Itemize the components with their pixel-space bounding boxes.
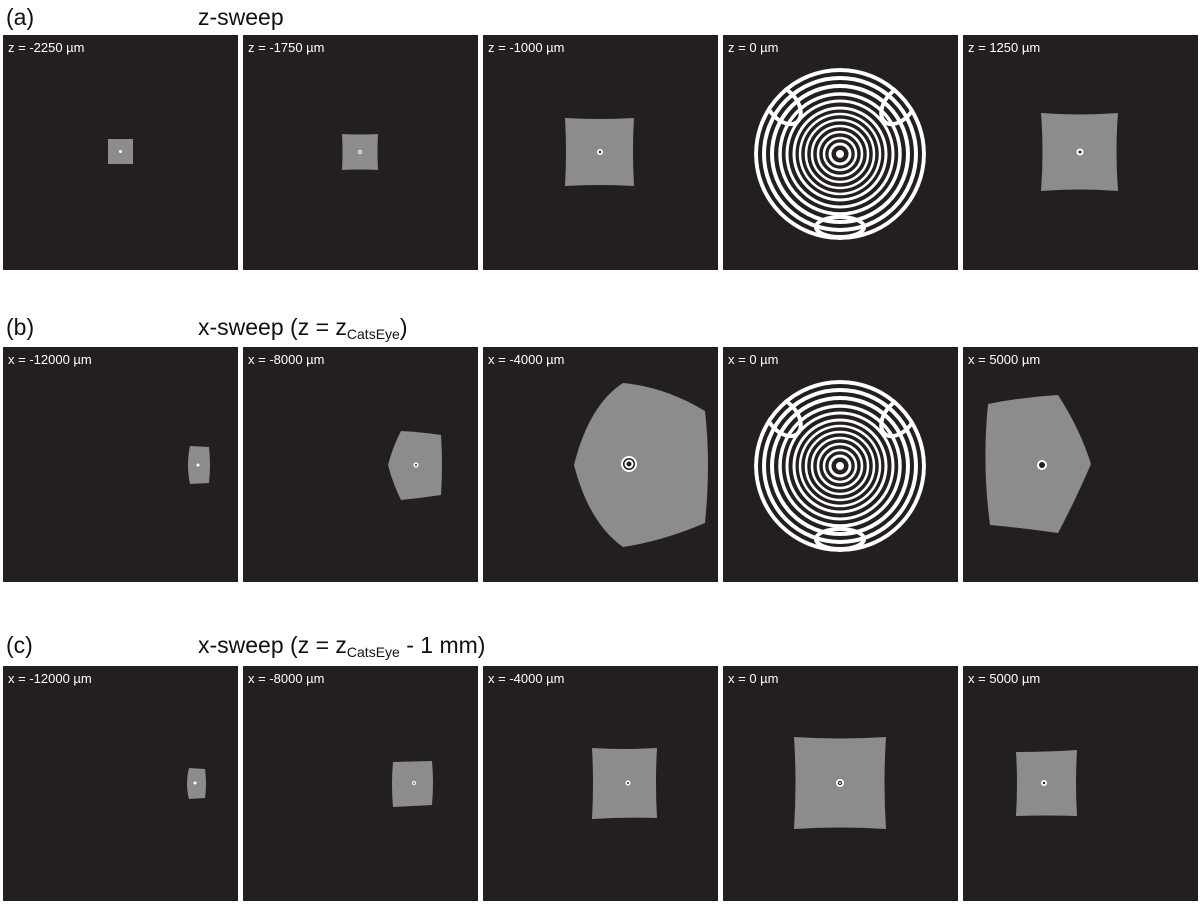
panel-b-2: x = -8000 µm: [243, 347, 478, 582]
row-a-label: (a): [6, 4, 35, 30]
spot-image: [794, 737, 886, 829]
row-b-title: x-sweep (z = zCatsEye): [198, 314, 408, 342]
row-c-title-end: - 1 mm): [399, 632, 486, 658]
fringe-image: [754, 68, 926, 240]
spot-image: [187, 768, 206, 799]
spot-image: [565, 118, 634, 186]
row-c-label: (c): [6, 632, 33, 658]
spot-image: [985, 395, 1091, 533]
panel-b-4: x = 0 µm: [723, 347, 958, 582]
spot-image: [188, 446, 210, 484]
panel-label: x = -4000 µm: [488, 671, 565, 686]
spot-image: [592, 748, 657, 819]
panel-a-2: z = -1750 µm: [243, 35, 478, 270]
row-b-title-main: x-sweep (z = z: [198, 314, 347, 340]
panel-label: x = -12000 µm: [8, 671, 92, 686]
panel-a-4: z = 0 µm: [723, 35, 958, 270]
spot-image: [108, 139, 133, 164]
panel-c-5: x = 5000 µm: [963, 666, 1198, 901]
panel-b-3: x = -4000 µm: [483, 347, 718, 582]
panel-label: z = 1250 µm: [968, 40, 1041, 55]
panel-label: x = -12000 µm: [8, 352, 92, 367]
panel-b-5: x = 5000 µm: [963, 347, 1198, 582]
panel-label: x = 5000 µm: [968, 671, 1041, 686]
panel-label: z = -2250 µm: [8, 40, 85, 55]
panel-label: z = 0 µm: [728, 40, 779, 55]
panel-label: x = 0 µm: [728, 671, 779, 686]
panel-label: x = -4000 µm: [488, 352, 565, 367]
panel-label: x = 5000 µm: [968, 352, 1041, 367]
row-c-title-sub: CatsEye: [346, 644, 400, 660]
row-b-title-end: ): [399, 314, 408, 340]
panel-label: z = -1750 µm: [248, 40, 325, 55]
fringe-image: [754, 380, 926, 552]
spot-image: [1016, 750, 1077, 816]
row-b-title-sub: CatsEye: [346, 326, 400, 342]
panel-label: x = -8000 µm: [248, 671, 325, 686]
spot-image: [392, 761, 433, 807]
panel-c-2: x = -8000 µm: [243, 666, 478, 901]
spot-image: [342, 134, 378, 170]
panel-b-1: x = -12000 µm: [3, 347, 238, 582]
row-b-label: (b): [6, 314, 35, 340]
panel-c-3: x = -4000 µm: [483, 666, 718, 901]
spot-image: [1041, 113, 1118, 191]
panel-c-4: x = 0 µm: [723, 666, 958, 901]
panel-c-1: x = -12000 µm: [3, 666, 238, 901]
spot-image: [574, 383, 708, 547]
spot-image: [388, 431, 442, 500]
panel-a-1: z = -2250 µm: [3, 35, 238, 270]
row-c-title-main: x-sweep (z = z: [198, 632, 347, 658]
row-c-title: x-sweep (z = zCatsEye - 1 mm): [198, 632, 486, 660]
panel-label: z = -1000 µm: [488, 40, 565, 55]
row-a-title: z-sweep: [198, 4, 284, 30]
panel-a-5: z = 1250 µm: [963, 35, 1198, 270]
panel-label: x = -8000 µm: [248, 352, 325, 367]
panel-label: x = 0 µm: [728, 352, 779, 367]
panel-a-3: z = -1000 µm: [483, 35, 718, 270]
